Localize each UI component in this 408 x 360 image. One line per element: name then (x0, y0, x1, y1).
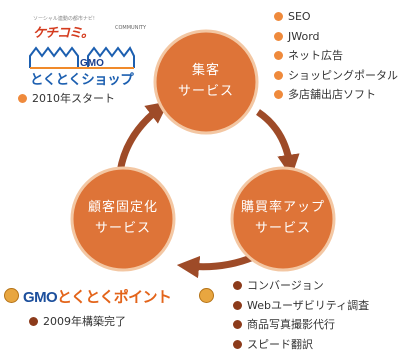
bullet-dot (29, 317, 38, 326)
bullet-dot (274, 70, 283, 80)
list-item: スピード翻訳 (232, 335, 369, 355)
list-item-label: JWord (288, 29, 320, 43)
circle-subtitle: サービス (177, 84, 234, 99)
bullet-dot (233, 339, 242, 349)
list-item-label: 商品写真撮影代行 (247, 318, 335, 331)
list-item-label: スピード翻訳 (247, 337, 313, 351)
logo-suffix: COMMUNITY (115, 25, 147, 31)
gmo-tokutoku-point-logo: GMOとくとくポイント (4, 286, 214, 306)
list-item-label: コンバージョン (247, 279, 324, 292)
circle-title: 購買率アップ (240, 200, 325, 215)
point-note-list: 2009年構築完了 (28, 312, 126, 332)
arrow-left-to-top (116, 101, 169, 173)
logo-wordmark: ケチコミ。 (33, 26, 94, 41)
logo-brand: GMO (80, 58, 104, 69)
bullet-dot (233, 281, 242, 290)
list-item: Webユーザビリティ調査 (232, 296, 369, 316)
logo-name: とくとくショップ (30, 72, 134, 88)
coin-icon (4, 288, 19, 303)
arrow-top-to-right (255, 109, 300, 178)
circle-label-acquisition: 集客 サービス (155, 60, 257, 102)
circle-conversion-rate (230, 166, 336, 272)
bullet-dot (233, 320, 242, 329)
conversion-services-list: コンバージョン Webユーザビリティ調査 商品写真撮影代行 スピード翻訳 (232, 276, 369, 354)
list-item: SEO (273, 7, 398, 27)
logo-tagline: ソーシャル連動の都市ナビ! (33, 16, 95, 22)
acquisition-services-list: SEO JWord ネット広告 ショッピングポータル 多店舗出店ソフト (273, 7, 398, 105)
list-item: 2010年スタート (17, 89, 115, 109)
bullet-dot (274, 31, 283, 41)
kuchikomi-logo: ソーシャル連動の都市ナビ! ケチコミ。 COMMUNITY (33, 15, 147, 41)
circle-subtitle: サービス (254, 221, 311, 236)
bullet-dot (18, 94, 27, 103)
gmo-tokutoku-shop-logo: GMO とくとくショップ (28, 44, 136, 88)
circle-label-conversion: 購買率アップ サービス (232, 197, 334, 239)
list-item-label: 多店舗出店ソフト (288, 88, 376, 101)
bullet-dot (274, 90, 283, 99)
list-item-label: ネット広告 (288, 49, 343, 62)
list-item: ネット広告 (273, 46, 398, 66)
store-roof-icon (29, 46, 135, 69)
list-item-label: 2009年構築完了 (43, 315, 126, 328)
circle-subtitle: サービス (94, 221, 151, 236)
list-item: 商品写真撮影代行 (232, 315, 369, 335)
list-item: ショッピングポータル (273, 66, 398, 86)
logo-name: とくとくポイント (57, 289, 172, 306)
circle-label-retention: 顧客固定化 サービス (72, 197, 174, 239)
bullet-dot (233, 300, 242, 310)
list-item-label: SEO (288, 10, 311, 23)
shop-note-list: 2010年スタート (17, 89, 115, 109)
logo-wordmark: GMOとくとくポイント (23, 286, 172, 307)
circle-title: 集客 (191, 63, 220, 78)
list-item: JWord (273, 27, 398, 47)
bullet-dot (274, 51, 283, 60)
list-item-label: ショッピングポータル (288, 68, 398, 82)
coin-icon (199, 288, 214, 303)
bullet-dot (274, 12, 283, 21)
list-item-label: Webユーザビリティ調査 (247, 298, 370, 312)
list-item-label: 2010年スタート (32, 92, 115, 105)
circle-customer-acquisition (153, 29, 259, 135)
circle-customer-retention (70, 166, 176, 272)
list-item: 多店舗出店ソフト (273, 85, 398, 105)
logo-brand: GMO (23, 289, 58, 306)
list-item: コンバージョン (232, 276, 369, 296)
circle-title: 顧客固定化 (87, 200, 158, 215)
list-item: 2009年構築完了 (28, 312, 126, 332)
